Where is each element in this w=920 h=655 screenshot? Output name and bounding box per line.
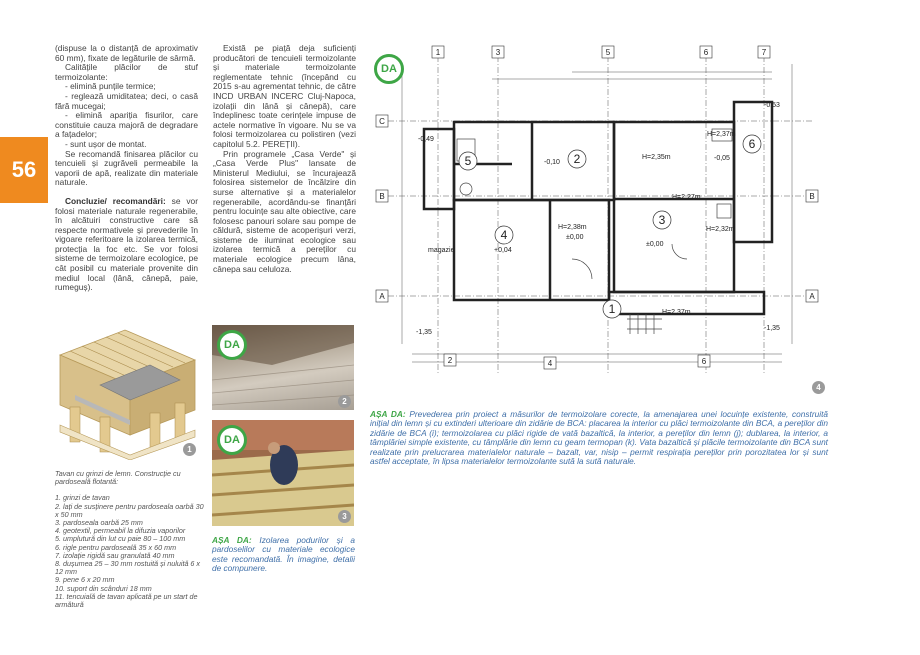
axis-label: 1: [436, 48, 441, 57]
page-number-tab: 56: [0, 137, 48, 203]
axis-label: B: [809, 192, 814, 201]
elevation-mark: ±0,00: [646, 241, 664, 248]
floor-plan-drawing: 1 3 5 6 7 2 4 6 C B B A A: [372, 44, 828, 399]
da-badge: DA: [374, 54, 404, 84]
elevation-mark: -1,35: [764, 325, 780, 332]
badge-label: DA: [224, 339, 240, 351]
paragraph: Se recomandă finisarea plăcilor cu tencu…: [55, 148, 198, 188]
text-column-1: (dispuse la o distanță de aproximativ 60…: [55, 43, 198, 293]
room-height: H=2,27m: [672, 194, 701, 201]
elevation-mark: +0,04: [494, 247, 512, 254]
caption-text: Izolarea podurilor și a pardoselilor cu …: [212, 535, 356, 574]
axis-label: 6: [702, 357, 707, 366]
room-number: 5: [465, 154, 472, 168]
list-item: - elimină punțile termice;: [65, 81, 156, 92]
caption-text: Prevederea prin proiect a măsurilor de t…: [370, 409, 828, 467]
text-column-2: Există pe piață deja suficienți producăt…: [213, 43, 356, 274]
elevation-mark: -0,10: [544, 159, 560, 166]
axis-label: A: [379, 292, 385, 301]
list-item: - sunt ușor de montat.: [65, 138, 147, 149]
list-item: 3. pardoseala oarbă 25 mm: [55, 518, 143, 528]
da-badge: DA: [217, 330, 247, 360]
axis-label: 2: [448, 356, 453, 365]
caption-lead: AȘA DA:: [370, 409, 406, 419]
list-item: - reglează umiditatea; deci, o casă fără…: [55, 90, 198, 111]
list-item: 4. geotextil, permeabil la difuzia vapor…: [55, 526, 186, 536]
paragraph: (dispuse la o distanță de aproximativ 60…: [55, 43, 198, 63]
room-height: H=2,37m: [707, 131, 736, 138]
room-number: 2: [574, 152, 581, 166]
elevation-mark: -0,05: [714, 155, 730, 162]
room-height: H=2,38m: [558, 224, 587, 231]
conclusion-title: Concluzie/ recomandări:: [65, 195, 166, 206]
caption-insulation: AȘA DA: Izolarea podurilor și a pardosel…: [212, 535, 356, 574]
room-number: 3: [659, 213, 666, 227]
elevation-mark: ±0,00: [566, 234, 584, 241]
photo-number: 2: [338, 395, 351, 408]
conclusion-text: se vor folosi materiale naturale regener…: [55, 195, 198, 293]
list-item: 8. dușumea 25 – 30 mm rostuită și nuluit…: [55, 559, 201, 577]
room-height: H=2,35m: [642, 154, 671, 161]
attic-insulation-photo: DA 2: [212, 325, 354, 410]
badge-label: DA: [224, 434, 240, 446]
room-height: H=2,32m: [706, 226, 735, 233]
caption-lead: AȘA DA:: [212, 535, 252, 545]
elevation-mark: -0,53: [764, 102, 780, 109]
room-label: magazie: [428, 247, 455, 254]
axis-label: 6: [704, 48, 709, 57]
list-item: 5. umplutură din lut cu paie 80 – 100 mm: [55, 534, 186, 544]
list-item: 9. pene 6 x 20 mm: [55, 575, 115, 585]
photo-number: 1: [183, 443, 196, 456]
caption-floor-construction: Tavan cu grinzi de lemn. Construcție cu …: [55, 469, 205, 610]
page-number: 56: [11, 157, 37, 182]
axis-label: B: [379, 192, 384, 201]
caption-title: Tavan cu grinzi de lemn. Construcție cu …: [55, 469, 181, 487]
list-item: 7. izolație rigidă sau granulată 40 mm: [55, 550, 175, 560]
paragraph: Prin programele „Casa Verde" și „Casa Ve…: [213, 148, 356, 274]
paragraph: Concluzie/ recomandări: se vor folosi ma…: [55, 195, 198, 293]
elevation-mark: -0,49: [418, 136, 434, 143]
list-item: 2. lați de susținere pentru pardoseala o…: [55, 501, 204, 519]
paragraph: Calitățile plăcilor de stuf termoizolant…: [55, 62, 198, 82]
paragraph: Există pe piață deja suficienți producăt…: [213, 43, 356, 149]
axis-label: C: [379, 117, 385, 126]
photo-number: 3: [338, 510, 351, 523]
axis-label: 4: [548, 359, 553, 368]
photo-number: 4: [812, 381, 825, 394]
list-item: 1. grinzi de tavan: [55, 493, 110, 503]
list-item: - elimină apariția fisurilor, care const…: [55, 110, 198, 140]
list-item: 10. suport din scânduri 18 mm: [55, 583, 152, 593]
floor-construction-illustration: 1: [55, 325, 200, 460]
list-item: 11. tencuială de tavan aplicată pe un st…: [55, 591, 198, 610]
room-height: H=2,37m: [662, 309, 691, 316]
axis-label: 5: [606, 48, 611, 57]
caption-floor-plan: AȘA DA: Prevederea prin proiect a măsuri…: [370, 409, 828, 467]
list-item: 6. rigle pentru pardoseală 35 x 60 mm: [55, 542, 177, 552]
floor-insulation-photo: DA 3: [212, 420, 354, 526]
room-number: 4: [501, 228, 508, 242]
badge-label: DA: [381, 63, 397, 75]
axis-label: A: [809, 292, 815, 301]
room-number: 1: [609, 302, 616, 316]
axis-label: 3: [496, 48, 501, 57]
room-number: 6: [749, 137, 756, 151]
elevation-mark: -1,35: [416, 329, 432, 336]
da-badge: DA: [217, 425, 247, 455]
axis-label: 7: [762, 48, 767, 57]
